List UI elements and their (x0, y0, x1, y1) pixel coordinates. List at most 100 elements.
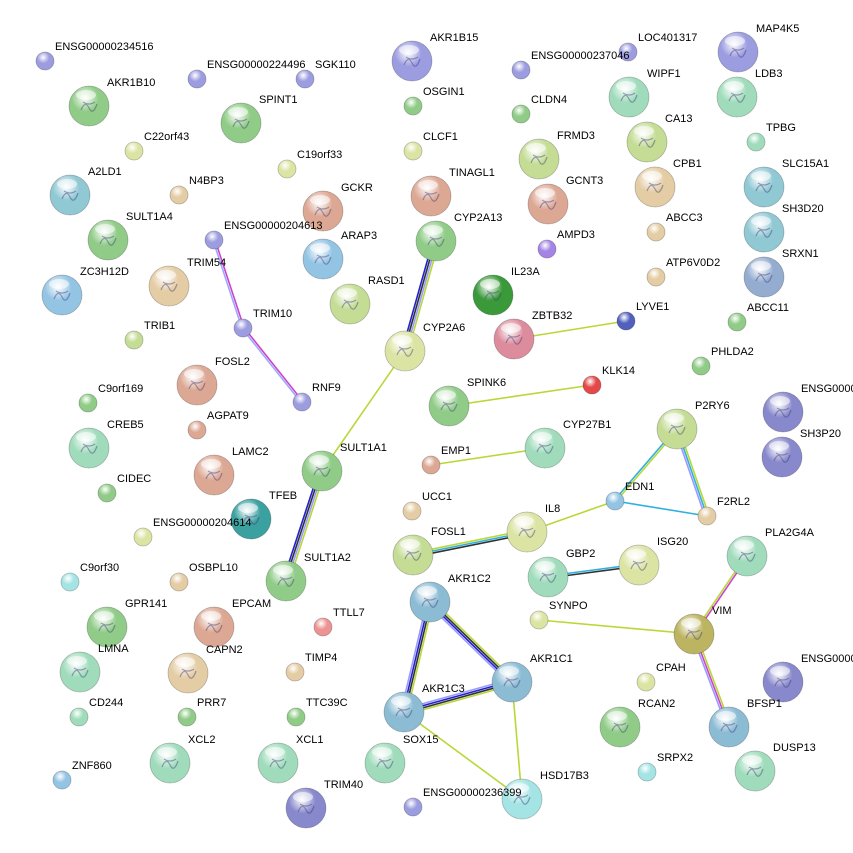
node-cyp2a13[interactable] (415, 220, 457, 262)
node-tinagl1[interactable] (410, 175, 452, 217)
protein-node-circle[interactable] (285, 662, 305, 682)
node-abcc11[interactable] (727, 312, 747, 332)
node-clcf1[interactable] (403, 141, 423, 161)
node-a2ld1[interactable] (49, 174, 91, 216)
node-osgin1[interactable] (403, 96, 423, 116)
protein-node-circle[interactable] (646, 267, 666, 287)
node-fosl2[interactable] (176, 364, 218, 406)
node-ucc1[interactable] (402, 501, 422, 521)
protein-node-circle[interactable] (511, 104, 531, 124)
node-lamc2[interactable] (193, 454, 235, 496)
node-emp1[interactable] (421, 455, 441, 475)
node-tfeb[interactable] (230, 498, 272, 540)
protein-node-circle[interactable] (537, 239, 557, 259)
protein-node-circle[interactable] (204, 230, 224, 250)
node-srxn1[interactable] (743, 256, 785, 298)
node-trib1[interactable] (124, 330, 144, 350)
node-edn1[interactable] (605, 491, 625, 511)
protein-node-circle[interactable] (69, 707, 89, 727)
edge-trim10-rnf9[interactable] (241, 326, 304, 404)
node-cd244[interactable] (69, 707, 89, 727)
protein-node-circle[interactable] (403, 797, 423, 817)
protein-node-circle[interactable] (277, 159, 297, 179)
protein-node-circle[interactable] (529, 610, 549, 630)
node-pla2g4a[interactable] (726, 535, 768, 577)
protein-node-circle[interactable] (97, 483, 117, 503)
node-klk14[interactable] (582, 375, 602, 395)
node-agpat9[interactable] (187, 420, 207, 440)
protein-node-circle[interactable] (313, 617, 333, 637)
node-sh3p20[interactable] (761, 436, 803, 478)
node-tpbg[interactable] (746, 132, 766, 152)
node-spint1[interactable] (220, 102, 262, 144)
node-f2rl2[interactable] (697, 506, 717, 526)
protein-node-circle[interactable] (511, 60, 531, 80)
node-ampd3[interactable] (537, 239, 557, 259)
node-ttc39c[interactable] (286, 707, 306, 727)
node-lyve1[interactable] (616, 311, 636, 331)
node-sult1a1[interactable] (301, 450, 343, 492)
protein-node-circle[interactable] (746, 132, 766, 152)
node-osbpl10[interactable] (169, 572, 189, 592)
node-c19orf33[interactable] (277, 159, 297, 179)
edge-akr1c3-hsd17b3[interactable] (403, 711, 523, 800)
node-rcan2[interactable] (599, 706, 641, 748)
node-sult1a4[interactable] (87, 219, 129, 261)
node-prr7[interactable] (177, 707, 197, 727)
node-p2ry6[interactable] (656, 408, 698, 450)
node-wipf1[interactable] (608, 76, 650, 118)
protein-node-circle[interactable] (133, 527, 153, 547)
node-cidec[interactable] (97, 483, 117, 503)
node-akr1b15[interactable] (391, 40, 433, 82)
node-xcl1[interactable] (257, 742, 299, 784)
node-cpah[interactable] (636, 672, 656, 692)
node-akr1b10[interactable] (68, 85, 110, 127)
node-hsd17b3[interactable] (501, 778, 543, 820)
protein-node-circle[interactable] (637, 762, 657, 782)
protein-node-circle[interactable] (177, 707, 197, 727)
protein-node-circle[interactable] (582, 375, 602, 395)
node-ca13[interactable] (626, 121, 668, 163)
node-spink6[interactable] (428, 385, 470, 427)
node-ensg0000[interactable] (762, 391, 804, 433)
protein-node-circle[interactable] (403, 96, 423, 116)
node-il23a[interactable] (472, 274, 514, 316)
node-lmna[interactable] (59, 651, 101, 693)
node-trim10[interactable] (233, 318, 253, 338)
node-akr1c1[interactable] (491, 661, 533, 703)
protein-node-circle[interactable] (286, 707, 306, 727)
node-n4bp3[interactable] (169, 185, 189, 205)
protein-node-circle[interactable] (727, 312, 747, 332)
edge-ensg00000204613-trim10[interactable] (212, 239, 245, 329)
node-ensg00000234516[interactable] (35, 51, 55, 71)
protein-node-circle[interactable] (78, 393, 98, 413)
node-gcnt3[interactable] (527, 183, 569, 225)
node-c22orf43[interactable] (124, 141, 144, 161)
node-gckr[interactable] (302, 190, 344, 232)
node-akr1c3[interactable] (383, 691, 425, 733)
node-ensg00000204613[interactable] (204, 230, 224, 250)
node-cyp27b1[interactable] (524, 427, 566, 469)
node-gpr141[interactable] (86, 606, 128, 648)
protein-node-circle[interactable] (697, 506, 717, 526)
node-phlda2[interactable] (691, 356, 711, 376)
node-srpx2[interactable] (637, 762, 657, 782)
node-sox15[interactable] (364, 742, 406, 784)
node-cpb1[interactable] (634, 166, 676, 208)
node-fosl1[interactable] (392, 534, 434, 576)
protein-node-circle[interactable] (421, 455, 441, 475)
node-arap3[interactable] (302, 238, 344, 280)
protein-node-circle[interactable] (403, 141, 423, 161)
edge-edn1-f2rl2[interactable] (614, 500, 708, 517)
node-frmd3[interactable] (518, 138, 560, 180)
node-gbp2[interactable] (527, 556, 569, 598)
node-bfsp1[interactable] (708, 706, 750, 748)
node-trim54[interactable] (148, 265, 190, 307)
node-ensg00000237046[interactable] (511, 60, 531, 80)
node-rasd1[interactable] (329, 283, 371, 325)
node-loc401317[interactable] (618, 42, 638, 62)
node-c9orf30[interactable] (60, 572, 80, 592)
node-akr1c2[interactable] (409, 581, 451, 623)
node-dusp13[interactable] (734, 750, 776, 792)
protein-node-circle[interactable] (187, 69, 207, 89)
